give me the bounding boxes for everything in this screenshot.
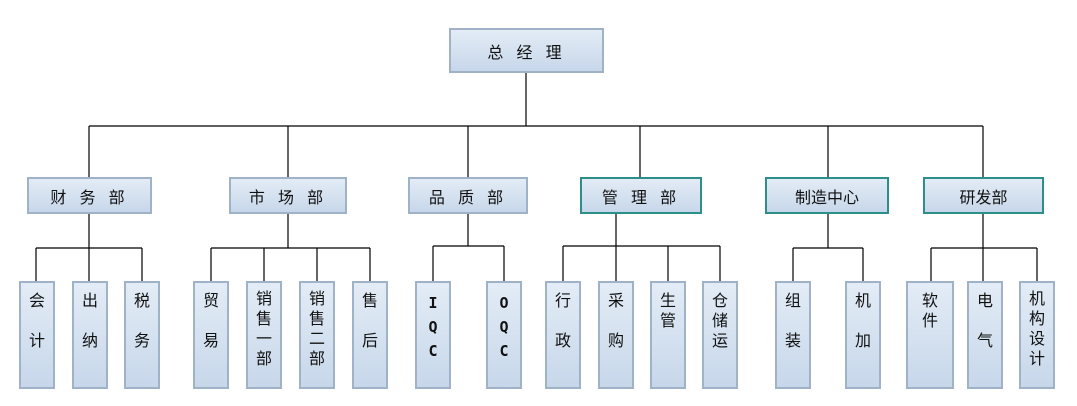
sub-node-rnd-3: 机 构 设 计 <box>1019 281 1055 389</box>
sub-node-rnd-1: 软 件 <box>906 281 954 389</box>
sub-node-manufacturing-2: 机 加 <box>845 281 881 389</box>
dept-management: 管 理 部 <box>580 177 702 214</box>
dept-finance: 财 务 部 <box>27 177 152 214</box>
root-node: 总 经 理 <box>449 28 604 73</box>
sub-node-market-1: 贸 易 <box>193 281 229 389</box>
sub-node-finance-1: 会 计 <box>19 281 55 389</box>
sub-node-rnd-2: 电 气 <box>967 281 1003 389</box>
sub-node-market-3: 销 售 二 部 <box>299 281 335 389</box>
sub-node-management-1: 行 政 <box>545 281 581 389</box>
sub-node-management-3: 生 管 <box>650 281 686 389</box>
dept-manufacturing: 制造中心 <box>765 177 889 214</box>
sub-node-quality-iqc: I Q C <box>415 281 451 389</box>
sub-node-finance-2: 出 纳 <box>72 281 108 389</box>
sub-node-quality-oqc: O Q C <box>486 281 522 389</box>
sub-node-market-2: 销 售 一 部 <box>246 281 282 389</box>
dept-quality: 品 质 部 <box>408 177 528 214</box>
sub-node-market-4: 售 后 <box>352 281 388 389</box>
sub-node-management-4: 仓 储 运 <box>702 281 738 389</box>
sub-node-management-2: 采 购 <box>598 281 634 389</box>
dept-rnd: 研发部 <box>923 177 1044 214</box>
dept-market: 市 场 部 <box>229 177 347 214</box>
sub-node-finance-3: 税 务 <box>124 281 160 389</box>
sub-node-manufacturing-1: 组 装 <box>775 281 811 389</box>
